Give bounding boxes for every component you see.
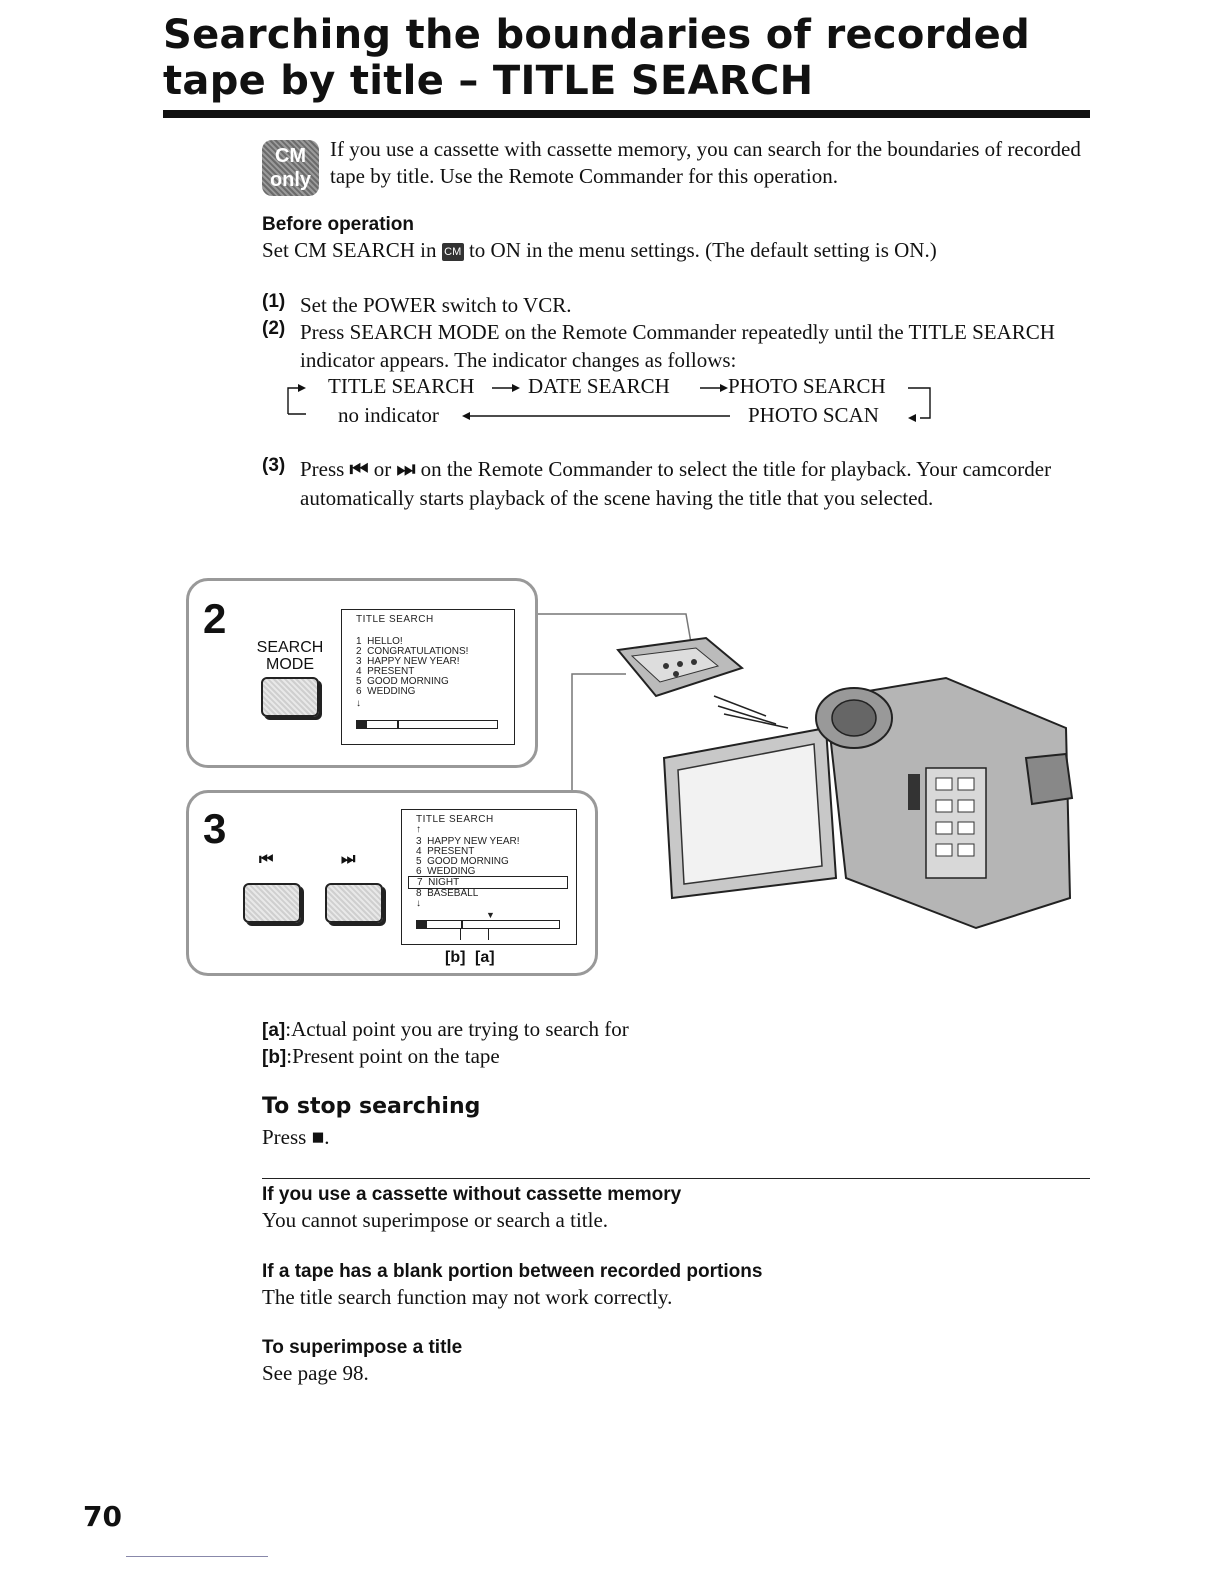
step-3: (3) Press ⏮ or ⏭ on the Remote Commander… <box>262 455 1092 545</box>
seq-photo-search: PHOTO SEARCH <box>728 374 886 398</box>
badge-line-2: only <box>269 169 312 191</box>
indicator-sequence: TITLE SEARCH DATE SEARCH PHOTO SEARCH no… <box>280 372 960 432</box>
marker-a-label: [a] <box>475 949 495 966</box>
footer-rule <box>126 1556 268 1557</box>
sequence-arrows <box>287 384 931 422</box>
step-text: Set the POWER switch to VCR. <box>300 293 572 317</box>
list-item: 5 GOOD MORNING <box>356 676 449 687</box>
search-mode-label-1: SEARCH <box>256 639 324 656</box>
title-search-screen-3: TITLE SEARCH ↑ 3 HAPPY NEW YEAR! 4 PRESE… <box>401 809 577 945</box>
seq-title-search: TITLE SEARCH <box>328 374 475 398</box>
list-item: 6 WEDDING <box>416 866 476 877</box>
signal-icon <box>713 695 789 729</box>
figure: 2 SEARCH MODE TITLE SEARCH 1 HELLO! 2 CO… <box>186 578 1086 978</box>
note-heading: If you use a cassette without cassette m… <box>262 1184 682 1205</box>
panel-step-3: 3 ⏮ ⏭ TITLE SEARCH ↑ 3 HAPPY NEW YEAR! 4… <box>186 790 598 976</box>
skip-back-icon: ⏮ <box>349 458 369 481</box>
list-item: 8 BASEBALL <box>416 888 479 899</box>
step-1: (1) Set the POWER switch to VCR. <box>262 291 1092 321</box>
screen-title: TITLE SEARCH <box>356 614 434 625</box>
title-search-screen-2: TITLE SEARCH 1 HELLO! 2 CONGRATULATIONS!… <box>341 609 515 745</box>
cm-menu-icon: CM <box>441 243 464 262</box>
note-text: See page 98. <box>262 1361 369 1385</box>
before-operation-text: Set CM SEARCH in CM to ON in the menu se… <box>262 237 1112 264</box>
list-item: 6 WEDDING <box>356 686 416 697</box>
skip-back-button <box>243 883 301 923</box>
remote-commander-icon <box>616 636 745 698</box>
list-item: 3 HAPPY NEW YEAR! <box>356 656 460 667</box>
list-item: 4 PRESENT <box>416 846 475 857</box>
list-item: 4 PRESENT <box>356 666 415 677</box>
page-number: 70 <box>83 1500 122 1533</box>
skip-back-icon: ⏮ <box>259 851 274 868</box>
search-mode-label: SEARCH MODE <box>253 639 327 673</box>
legend-key: [a] <box>262 1020 286 1041</box>
panel-step-number: 3 <box>203 805 227 852</box>
intro-paragraph: If you use a cassette with cassette memo… <box>330 137 1081 188</box>
before-text-1: Set CM SEARCH in <box>262 238 442 262</box>
step-number: (2) <box>262 318 286 339</box>
figure-connectors <box>536 613 1074 930</box>
tape-progress-bar <box>356 720 498 729</box>
stop-text: Press ■. <box>262 1125 330 1149</box>
step-3-text-or: or <box>368 457 397 481</box>
legend-key: [b] <box>262 1047 287 1068</box>
note-heading: If a tape has a blank portion between re… <box>262 1261 763 1282</box>
seq-photo-scan: PHOTO SCAN <box>748 403 879 427</box>
legend-a: [a]:Actual point you are trying to searc… <box>262 1017 629 1042</box>
seq-date-search: DATE SEARCH <box>528 374 670 398</box>
arrow-up-icon: ↑ <box>416 824 421 835</box>
list-item: 1 HELLO! <box>356 636 403 647</box>
seq-no-indicator: no indicator <box>338 403 439 427</box>
before-text-2: to ON in the menu settings. (The default… <box>463 238 937 262</box>
marker-a-arrow-icon: ▼ <box>486 910 495 920</box>
list-item: 3 HAPPY NEW YEAR! <box>416 836 520 847</box>
step-text: Press ⏮ or ⏭ on the Remote Commander to … <box>300 455 1100 512</box>
marker-b-label: [b] <box>445 949 466 966</box>
stop-heading: To stop searching <box>262 1094 481 1119</box>
skip-forward-button <box>325 883 383 923</box>
note-text: You cannot superimpose or search a title… <box>262 1208 609 1232</box>
step-3-text-a: Press <box>300 457 350 481</box>
marker-b-line <box>460 928 461 940</box>
search-mode-button <box>261 677 319 717</box>
step-number: (1) <box>262 291 286 312</box>
skip-forward-icon: ⏭ <box>396 458 416 481</box>
note-text: The title search function may not work c… <box>262 1285 673 1309</box>
list-item: 2 CONGRATULATIONS! <box>356 646 469 657</box>
panel-step-number: 2 <box>203 595 227 642</box>
badge-line-1: CM <box>274 145 307 167</box>
title-rule <box>163 110 1090 118</box>
step-2: (2) Press SEARCH MODE on the Remote Comm… <box>262 318 1092 378</box>
skip-forward-icon: ⏭ <box>341 851 356 868</box>
screen-title: TITLE SEARCH <box>416 814 494 825</box>
list-item: 5 GOOD MORNING <box>416 856 509 867</box>
cm-only-icon: CM only <box>262 140 319 196</box>
before-operation-heading: Before operation <box>262 214 415 235</box>
legend-b: [b]:Present point on the tape <box>262 1044 500 1069</box>
step-3-text-b: on the Remote Commander to select the ti… <box>300 457 1052 510</box>
arrow-down-icon: ↓ <box>356 698 361 709</box>
arrow-down-icon: ↓ <box>416 898 421 909</box>
search-mode-label-2: MODE <box>266 656 314 673</box>
camcorder-icon <box>662 676 1074 930</box>
legend-text: :Actual point you are trying to search f… <box>285 1017 629 1041</box>
step-text: Press SEARCH MODE on the Remote Commande… <box>300 320 1055 372</box>
step-number: (3) <box>262 455 286 476</box>
marker-a-line <box>488 928 489 940</box>
panel-step-2: 2 SEARCH MODE TITLE SEARCH 1 HELLO! 2 CO… <box>186 578 538 768</box>
legend-text: :Present point on the tape <box>286 1044 500 1068</box>
page-title: Searching the boundaries of recorded tap… <box>163 12 1031 104</box>
note-heading: To superimpose a title <box>262 1337 463 1358</box>
notes-divider <box>262 1178 1090 1179</box>
list-item-selected: 7 NIGHT <box>408 876 568 889</box>
